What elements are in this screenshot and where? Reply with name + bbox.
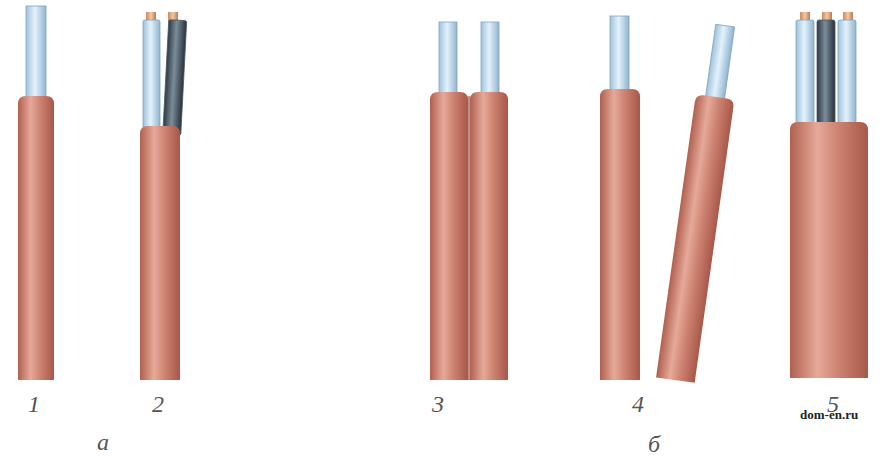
- three-core-cable: [790, 12, 868, 378]
- callout-number: 2: [152, 392, 164, 416]
- twin-flat-cable: [430, 22, 508, 380]
- group-letter: а: [97, 430, 109, 454]
- watermark: dom-en.ru: [800, 408, 858, 421]
- callout-number: 1: [28, 392, 40, 416]
- single-core-cable: [18, 6, 54, 380]
- callout-number: 4: [632, 392, 644, 416]
- callout-number: 3: [432, 392, 444, 416]
- twin-split-cable: [600, 16, 744, 383]
- group-letter: б: [648, 432, 660, 456]
- two-core-cable: [140, 12, 187, 380]
